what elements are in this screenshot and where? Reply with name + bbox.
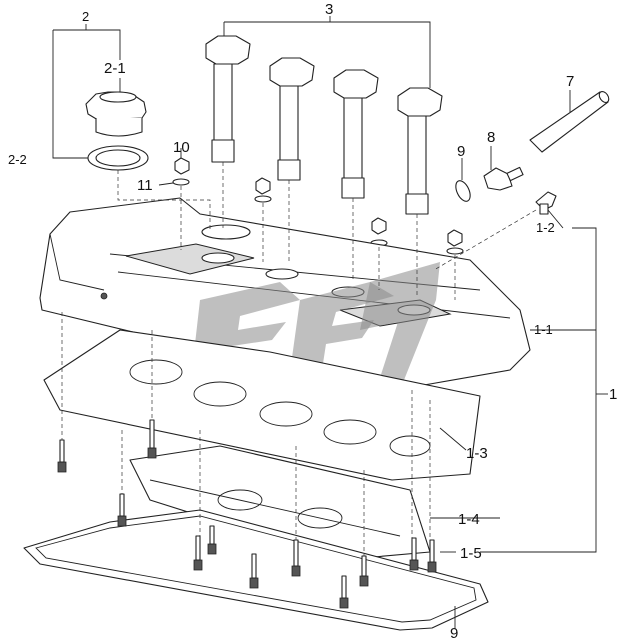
hose-connector: [483, 166, 524, 191]
lower-bolts: [57, 419, 437, 609]
callout-7: 7: [566, 73, 574, 90]
callout-2-2: 2-2: [8, 152, 27, 167]
callout-8: 8: [487, 129, 495, 146]
pcv-valve: [535, 191, 557, 215]
cover-bolt-upper-3: [370, 217, 388, 247]
breather-hose: [529, 91, 610, 153]
alignment-lines: [61, 162, 537, 556]
callout-1-5: 1-5: [460, 545, 482, 562]
callout-1-3: 1-3: [466, 445, 488, 462]
ignition-coil-1: [205, 35, 251, 163]
callout-1-2: 1-2: [536, 220, 555, 235]
callout-2: 2: [82, 9, 89, 24]
head-cover-gasket: [43, 329, 481, 481]
callout-2-1: 2-1: [104, 60, 126, 77]
callout-9-bottom: 9: [450, 625, 458, 641]
oil-filler-cap: [85, 91, 147, 137]
callout-10: 10: [173, 139, 190, 156]
callout-1-1: 1-1: [534, 322, 553, 337]
ignition-coil-3: [333, 69, 379, 199]
callout-1-4: 1-4: [458, 511, 480, 528]
cover-bolt-upper-4: [446, 229, 464, 255]
filler-cap-gasket: [87, 145, 149, 171]
callout-9-top: 9: [457, 143, 465, 160]
leader-lines: [52, 16, 608, 628]
ignition-coil-2: [269, 57, 315, 181]
cover-bolt-10: [172, 157, 190, 186]
ignition-coil-4: [397, 87, 443, 215]
callout-3: 3: [325, 1, 333, 18]
callout-1: 1: [609, 386, 617, 403]
callout-11: 11: [137, 177, 153, 194]
o-ring-seal: [455, 180, 471, 202]
cover-bolt-upper-2: [254, 177, 272, 203]
